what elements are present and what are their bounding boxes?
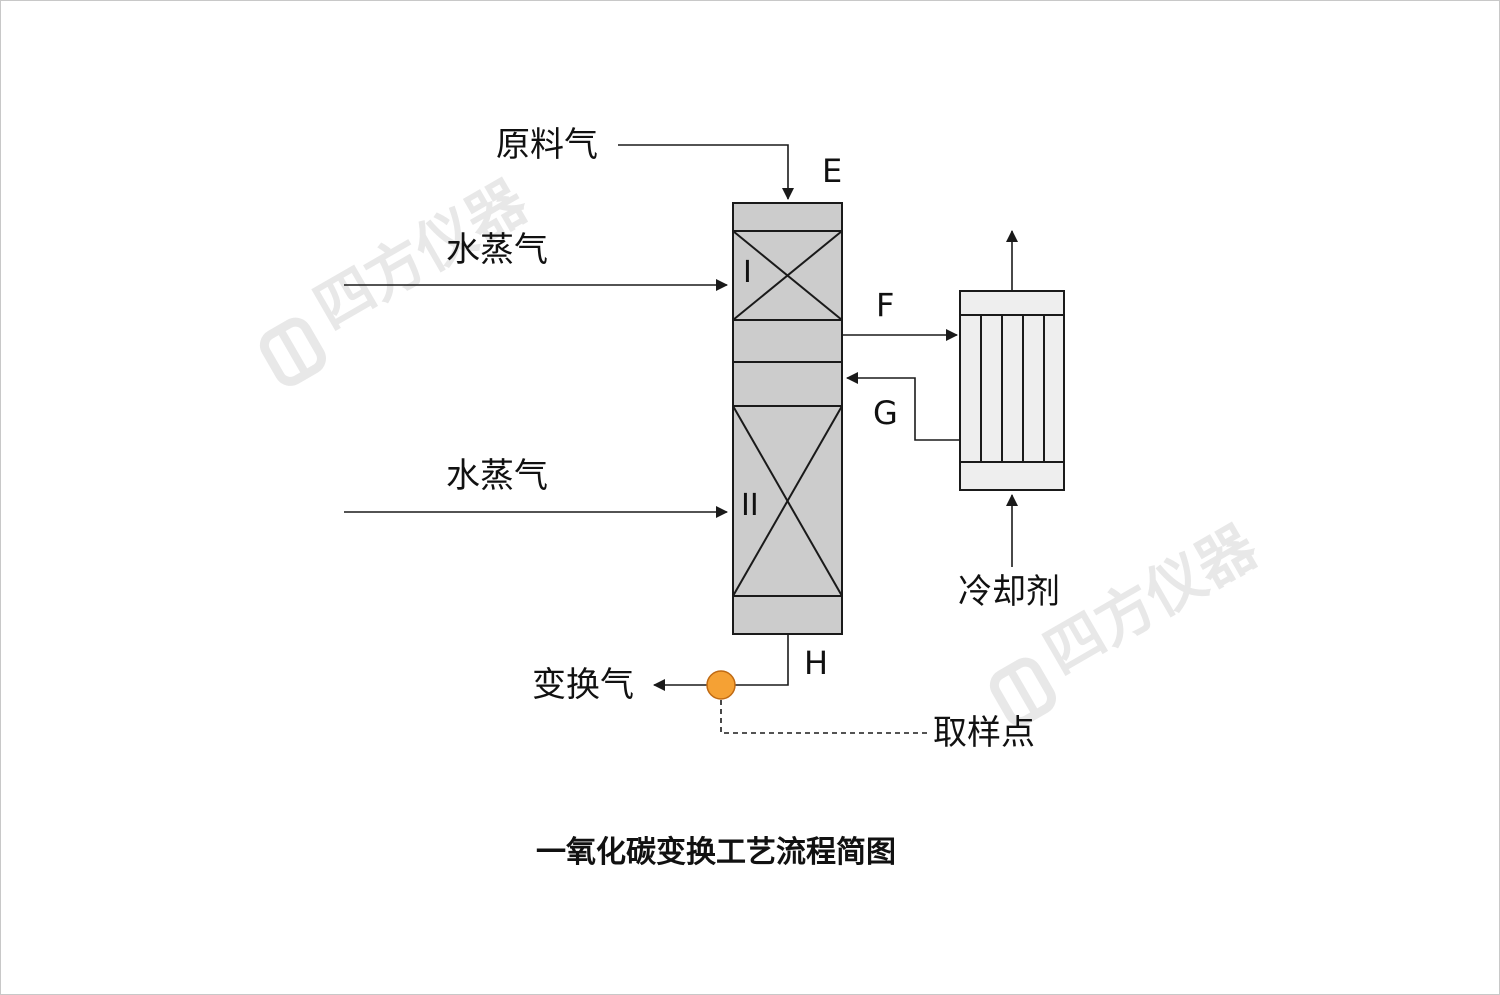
stream-g-line	[846, 372, 960, 441]
watermark-logo-right	[989, 657, 1056, 726]
watermark-text-right: 四方仪器	[1033, 512, 1269, 687]
feed-gas-label: 原料气	[496, 125, 598, 165]
shifted-gas-label: 变换气	[532, 665, 634, 705]
sampling-point-label: 取样点	[933, 713, 1035, 753]
point-g-label: G	[873, 394, 898, 432]
feed-gas-line	[618, 144, 794, 200]
diagram-title: 一氧化碳变换工艺流程简图	[536, 835, 896, 870]
point-h-label: H	[804, 644, 829, 682]
point-e-label: E	[822, 152, 843, 190]
watermark-logo-left	[259, 317, 326, 386]
sampling-point-marker	[706, 670, 736, 700]
coolant-label: 冷却剂	[958, 572, 1060, 612]
bed-2-label: II	[741, 488, 759, 523]
steam-label-1: 水蒸气	[446, 230, 548, 270]
sampling-dashed-line	[720, 700, 928, 734]
catalyst-bed-2	[732, 405, 843, 597]
catalyst-bed-1	[732, 230, 843, 321]
outlet-h-line	[735, 634, 789, 686]
bed-1-label: I	[743, 255, 752, 290]
heat-exchanger	[959, 290, 1065, 491]
point-f-label: F	[876, 286, 895, 324]
steam-label-2: 水蒸气	[446, 456, 548, 496]
